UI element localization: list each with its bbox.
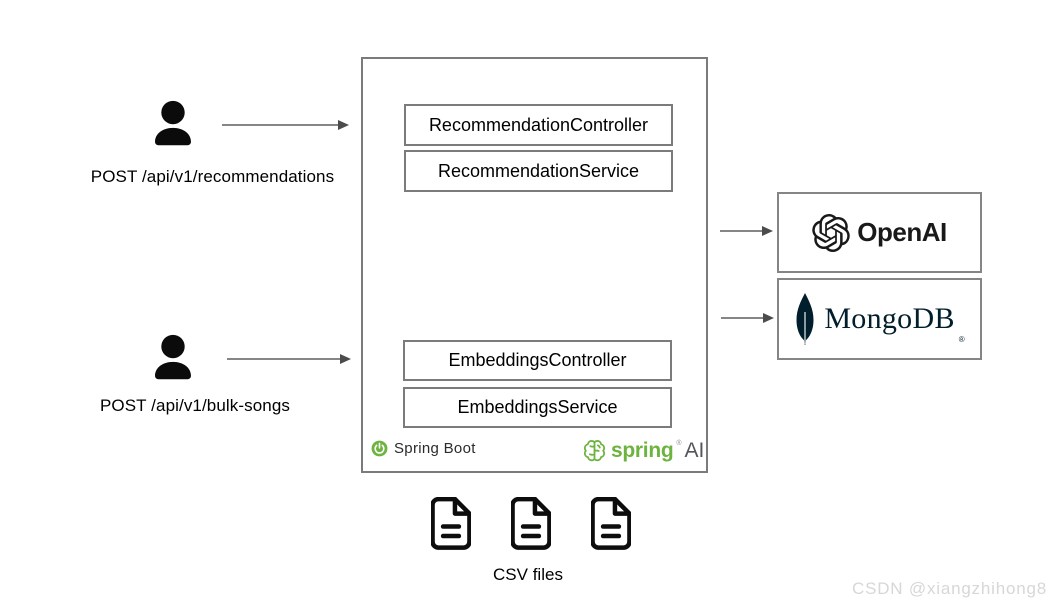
component-label: EmbeddingsController [448, 350, 627, 370]
mongodb-registered-mark: ® [958, 335, 965, 344]
openai-logo-icon [812, 213, 851, 252]
component-recommendation-service: RecommendationService [404, 150, 673, 192]
endpoint-label-bulk-songs: POST /api/v1/bulk-songs [99, 396, 291, 415]
spring-boot-label: Spring Boot [394, 440, 476, 457]
spring-ai-logo: spring ® AI [581, 437, 704, 464]
brain-icon [583, 440, 606, 462]
endpoint-label-recommendations: POST /api/v1/recommendations [90, 167, 335, 186]
csv-file-icon [591, 497, 631, 550]
component-embeddings-service: EmbeddingsService [403, 387, 672, 428]
openai-label: OpenAI [857, 217, 947, 247]
watermark: CSDN @xiangzhihong8 [852, 579, 1047, 598]
person-icon [155, 334, 191, 380]
spring-boot-logo: Spring Boot [371, 440, 476, 457]
component-recommendation-controller: RecommendationController [404, 104, 673, 146]
openai-service-box: OpenAI [777, 192, 982, 273]
spring-ai-word: spring [611, 439, 674, 462]
component-label: RecommendationService [437, 160, 640, 181]
spring-ai-suffix: AI [684, 439, 705, 462]
spring-trademark: ® [676, 440, 682, 447]
spring-boot-power-icon [371, 440, 388, 457]
mongodb-leaf-icon [796, 293, 814, 345]
component-embeddings-controller: EmbeddingsController [403, 340, 672, 381]
csv-files-label: CSV files [493, 565, 563, 584]
component-label: RecommendationController [428, 114, 649, 135]
csv-file-icon [511, 497, 551, 550]
mongodb-service-box: MongoDB ® [777, 278, 982, 360]
csv-file-icon [431, 497, 471, 550]
person-icon [155, 100, 191, 146]
mongodb-label: MongoDB [824, 302, 955, 335]
component-label: EmbeddingsService [457, 397, 618, 417]
